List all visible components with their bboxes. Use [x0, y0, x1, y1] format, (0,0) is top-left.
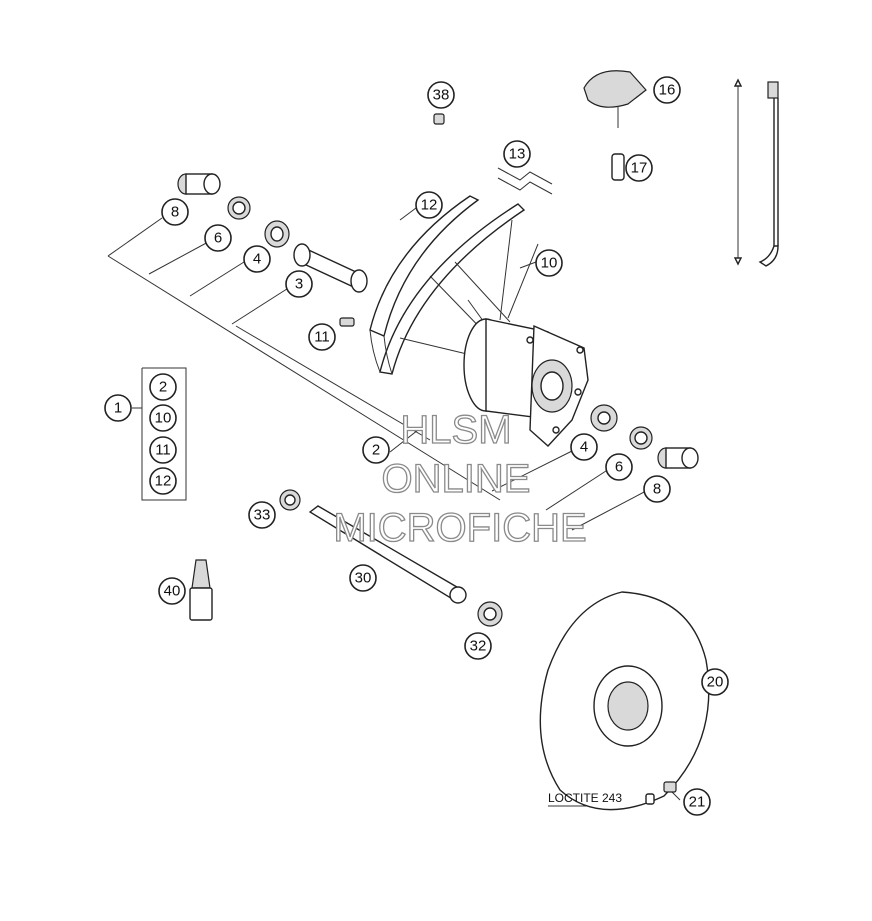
callout-6-left: 6	[204, 224, 232, 252]
svg-text:2: 2	[372, 442, 380, 459]
parts	[177, 70, 779, 811]
svg-text:40: 40	[164, 583, 181, 600]
svg-text:4: 4	[580, 439, 588, 456]
svg-text:17: 17	[631, 160, 648, 177]
watermark: HLSM ONLINE MICROFICHE	[333, 407, 588, 550]
svg-text:16: 16	[659, 82, 676, 99]
kit-bracket	[132, 367, 187, 501]
svg-text:12: 12	[155, 473, 172, 490]
svg-text:33: 33	[254, 507, 271, 524]
svg-text:12: 12	[421, 197, 438, 214]
axle-nut-part	[279, 489, 301, 511]
svg-text:3: 3	[295, 276, 303, 293]
svg-text:8: 8	[171, 204, 179, 221]
kit-item-2: 2	[149, 373, 177, 401]
svg-text:11: 11	[155, 442, 171, 459]
svg-text:2: 2	[159, 379, 167, 396]
svg-text:32: 32	[470, 638, 487, 655]
disc-screw-part	[645, 781, 677, 805]
callout-38: 38	[427, 81, 455, 109]
callout-8-left: 8	[161, 198, 189, 226]
brake-disc-part	[539, 591, 710, 811]
rim-tape-part	[497, 167, 553, 195]
callout-10: 10	[535, 249, 563, 277]
svg-text:MICROFICHE: MICROFICHE	[333, 506, 586, 550]
callout-4-left: 4	[243, 245, 271, 273]
kit-item-12: 12	[149, 467, 177, 495]
svg-text:21: 21	[689, 794, 706, 811]
callout-4-right: 4	[570, 433, 598, 461]
wheel-hub-part	[463, 318, 589, 447]
callout-16: 16	[653, 76, 681, 104]
grease-tube-part	[189, 559, 213, 621]
svg-text:11: 11	[314, 329, 330, 346]
kit-item-11: 11	[149, 436, 177, 464]
tube-valve-part	[583, 70, 647, 128]
callout-17: 17	[625, 154, 653, 182]
svg-text:6: 6	[615, 459, 623, 476]
callout-21: 21	[683, 788, 711, 816]
callout-6-right: 6	[605, 453, 633, 481]
svg-text:HLSM: HLSM	[400, 408, 511, 452]
svg-text:4: 4	[253, 251, 261, 268]
callout-11: 11	[308, 323, 336, 351]
spacer-bushing-part	[177, 173, 221, 195]
callout-20: 20	[701, 668, 729, 696]
callout-1: 1	[104, 394, 132, 422]
spacer-tube-part	[293, 243, 368, 293]
shaft-seal-part	[227, 196, 251, 220]
svg-text:10: 10	[541, 255, 558, 272]
svg-text:38: 38	[433, 87, 450, 104]
svg-text:30: 30	[355, 570, 372, 587]
rim-part	[369, 195, 526, 375]
svg-text:13: 13	[509, 146, 526, 163]
callout-40: 40	[158, 577, 186, 605]
shaft-seal-part-right	[629, 426, 653, 450]
axle-clamp-nut-part	[477, 601, 503, 627]
callout-2: 2	[362, 436, 390, 464]
svg-text:10: 10	[155, 410, 172, 427]
svg-text:8: 8	[653, 481, 661, 498]
spoke-detail-part	[733, 78, 779, 267]
callout-33: 33	[248, 501, 276, 529]
plug-part	[433, 113, 445, 125]
callout-32: 32	[464, 632, 492, 660]
callout-30: 30	[349, 564, 377, 592]
svg-text:6: 6	[214, 230, 222, 247]
callout-13: 13	[503, 140, 531, 168]
spacer-bushing-part-right	[657, 447, 699, 469]
svg-text:ONLINE: ONLINE	[382, 457, 531, 501]
svg-text:1: 1	[114, 400, 122, 417]
kit-item-10: 10	[149, 404, 177, 432]
callout-3: 3	[285, 270, 313, 298]
callout-8-right: 8	[643, 475, 671, 503]
callout-12: 12	[415, 191, 443, 219]
svg-text:20: 20	[707, 674, 724, 691]
spoke-nipple-part	[339, 317, 355, 327]
wheel-axle-part	[308, 505, 467, 604]
loctite-note: LOCTITE 243	[548, 791, 622, 805]
bearing-part-right	[590, 404, 618, 432]
bearing-part	[264, 220, 290, 248]
valve-nut-part	[611, 153, 625, 181]
